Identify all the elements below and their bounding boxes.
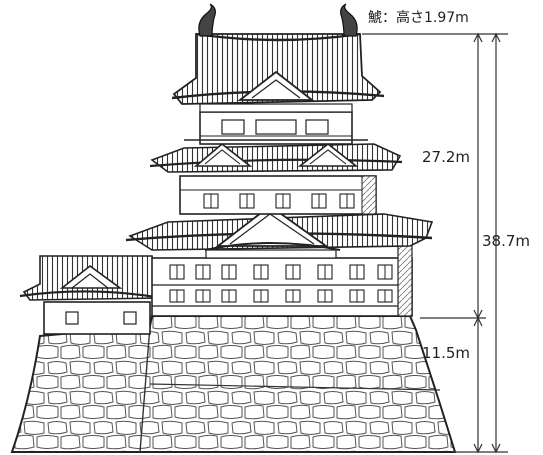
keep-middle-windows	[203, 193, 355, 209]
keep-lower-body	[151, 243, 413, 317]
dimension-lines	[362, 32, 508, 454]
side-turret	[19, 255, 163, 335]
total-height-label: 38.7m	[482, 232, 530, 250]
keep-lower-roof	[125, 204, 434, 259]
keep-lower-windows	[169, 264, 393, 303]
base-height-label: 11.5m	[422, 344, 470, 362]
tower-height-label: 27.2m	[422, 148, 470, 166]
shachi-left	[198, 3, 216, 37]
keep-upper-body	[184, 111, 368, 145]
keep-middle-roof	[149, 142, 403, 173]
stone-base	[10, 315, 457, 453]
shachi-right	[340, 3, 358, 37]
keep-top-roof	[171, 32, 385, 113]
shachi-height-label: 鯱：高さ1.97m	[368, 9, 469, 26]
